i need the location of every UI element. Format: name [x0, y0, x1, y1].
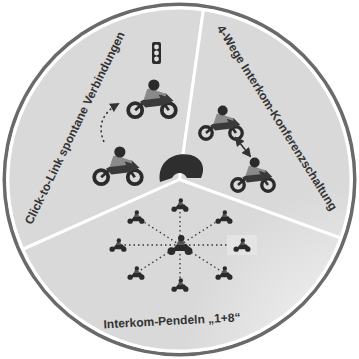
sector-fill — [23, 180, 341, 351]
ring-border — [3, 3, 357, 357]
sector-label: Click-to-Link spontane Verbindungen — [21, 28, 129, 229]
ring-gap — [6, 6, 353, 353]
traffic-light — [152, 42, 161, 64]
sector-label: Interkom-Pendeln „1+8“ — [101, 310, 243, 332]
motorcycle-icon — [234, 238, 251, 252]
sector-label: 4-Wege Interkom-Konferenzschaltung — [213, 21, 342, 215]
